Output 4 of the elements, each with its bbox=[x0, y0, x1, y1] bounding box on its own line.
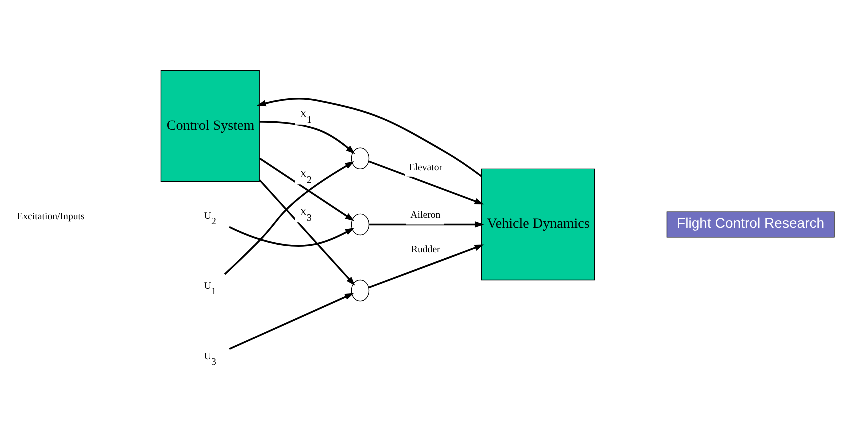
edge-label: Aileron bbox=[410, 210, 441, 222]
edge-label: Rudder bbox=[411, 244, 440, 256]
edge-label: Elevator bbox=[409, 162, 443, 174]
label: Excitation/Inputs bbox=[17, 212, 85, 223]
